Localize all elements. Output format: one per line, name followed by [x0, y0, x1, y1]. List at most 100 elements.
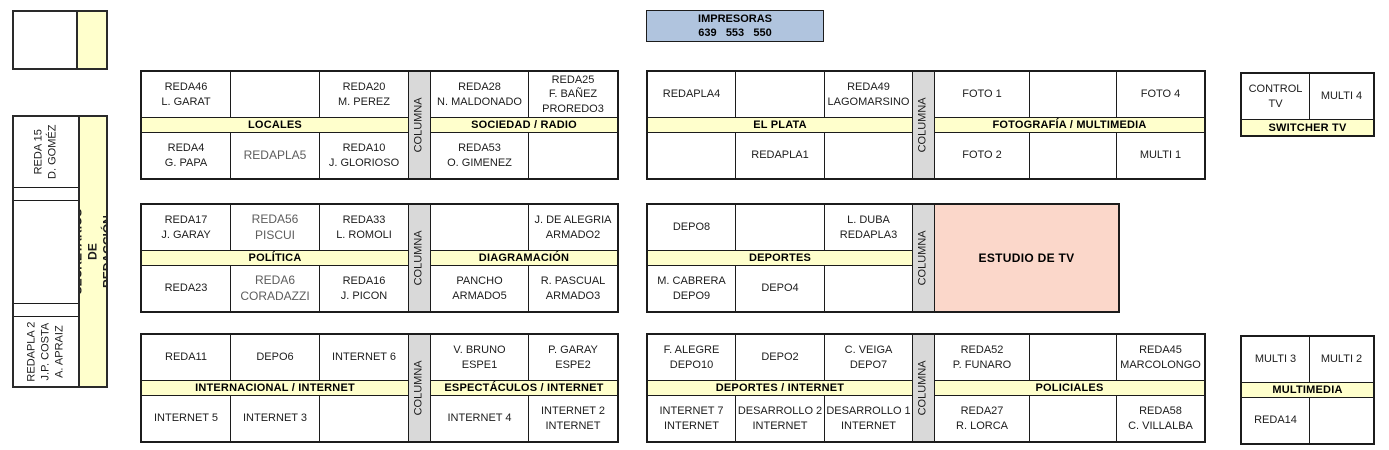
desk-empty-cell — [1029, 72, 1116, 117]
printers-numbers: 639 553 550 — [698, 27, 772, 39]
desk-row: MULTI 3 MULTI 2 — [1242, 337, 1373, 382]
desk-cell: FOTO 4 — [1116, 72, 1204, 117]
desk-empty-cell — [1029, 396, 1116, 441]
printers-title: IMPRESORAS — [698, 12, 772, 25]
section-header: FOTOGRAFÍA / MULTIMEDIA — [935, 117, 1204, 133]
columna-strip: COLUMNA — [912, 72, 935, 178]
desk-cell-reda15: REDA 15 D. GOMÉZ — [14, 117, 78, 187]
desk-cell: INTERNET 2 INTERNET — [528, 396, 617, 441]
section-header: SOCIEDAD / RADIO — [431, 117, 617, 133]
desk-cell: REDA53 O. GIMENEZ — [447, 142, 512, 169]
tv-studio: ESTUDIO DE TV — [935, 205, 1118, 311]
desk-empty-cell — [1029, 133, 1116, 178]
desk-cell: DEPO6 — [230, 335, 319, 380]
desk-cell: FOTO 1 — [962, 88, 1002, 101]
columna-strip: COLUMNA — [408, 205, 431, 311]
section-header: POLÍTICA — [142, 250, 408, 266]
desk-row: INTERNET 4 INTERNET 2 INTERNET — [431, 396, 617, 441]
columna-label: COLUMNA — [916, 97, 929, 153]
corner-box-highlight — [76, 12, 106, 68]
section-header: DIAGRAMACIÓN — [431, 250, 617, 266]
desk-cell: REDA4 G. PAPA — [164, 142, 208, 169]
section-header: LOCALES — [142, 117, 408, 133]
secretarios-header-label: SECRETARIOS DE REDACCIÓN — [78, 208, 106, 295]
desk-divider-cell — [14, 303, 78, 316]
desk-cell: REDA52 P. FUNARO — [952, 344, 1012, 371]
desk-cell: MULTI 2 — [1309, 337, 1373, 382]
columna-strip: COLUMNA — [912, 205, 935, 311]
desk-cell: INTERNET 4 — [447, 412, 512, 425]
desk-cell: L. DUBA REDAPLA3 — [824, 205, 912, 250]
desk-cell: P. GARAY ESPE2 — [528, 335, 617, 380]
secretarios-unit: REDA 15 D. GOMÉZ REDAPLA 2 J.P. COSTA A.… — [12, 115, 108, 388]
desk-cell: J. DE ALEGRIA ARMADO2 — [528, 205, 617, 250]
desk-cell: REDA17 J. GARAY — [161, 214, 211, 241]
desk-cell: REDA28 N. MALDONADO — [437, 81, 522, 108]
desk-cell: REDAPLA5 — [230, 133, 319, 178]
desk-cell-redapla2: REDAPLA 2 J.P. COSTA A. APRAIZ — [14, 316, 78, 386]
desk-row: FOTO 1 FOTO 4 — [935, 72, 1204, 117]
desk-cell: INTERNET 3 — [230, 396, 319, 441]
desk-cell: INTERNET 5 — [154, 412, 218, 425]
section-header: ESPECTÁCULOS / INTERNET — [431, 380, 617, 396]
desk-empty-cell — [431, 205, 528, 250]
columna-strip: COLUMNA — [408, 72, 431, 178]
columna-label: COLUMNA — [412, 360, 425, 416]
desk-cell: REDA45 MARCOLONGO — [1116, 335, 1204, 380]
desk-empty-cell — [230, 72, 319, 117]
desk-cell: REDA10 J. GLORIOSO — [319, 133, 408, 178]
desk-cell: REDA23 — [164, 282, 208, 295]
desk-empty-cell — [1029, 335, 1116, 380]
desk-row: J. DE ALEGRIA ARMADO2 — [431, 205, 617, 250]
desk-cell: REDA14 — [1254, 414, 1297, 427]
section-header: SWITCHER TV — [1242, 119, 1373, 135]
desk-cell: R. PASCUAL ARMADO3 — [528, 266, 617, 311]
desk-empty-cell — [824, 266, 912, 311]
columna-label: COLUMNA — [916, 360, 929, 416]
desk-cell: REDA20 M. PEREZ — [319, 72, 408, 117]
columna-strip: COLUMNA — [912, 335, 935, 441]
section-header: DEPORTES — [648, 250, 912, 266]
desk-cell: REDAPLA1 — [735, 133, 824, 178]
desk-cell: DESARROLLO 2 INTERNET — [735, 396, 824, 441]
corner-box — [12, 10, 108, 70]
desk-row: REDA52 P. FUNARO REDA45 MARCOLONGO — [935, 335, 1204, 380]
section-header: MULTIMEDIA — [1242, 382, 1373, 398]
columna-label: COLUMNA — [412, 230, 425, 286]
desk-cell: MULTI 3 — [1254, 353, 1297, 366]
desk-cell: DEPO2 — [735, 335, 824, 380]
desk-cell: REDAPLA4 — [662, 88, 721, 101]
desk-cell: F. ALEGRE DEPO10 — [663, 344, 720, 371]
desk-cell: REDA33 L. ROMOLI — [319, 205, 408, 250]
desk-cell: REDA58 C. VILLALBA — [1116, 396, 1204, 441]
desk-empty-cell — [319, 396, 408, 441]
desk-cell: INTERNET 6 — [319, 335, 408, 380]
